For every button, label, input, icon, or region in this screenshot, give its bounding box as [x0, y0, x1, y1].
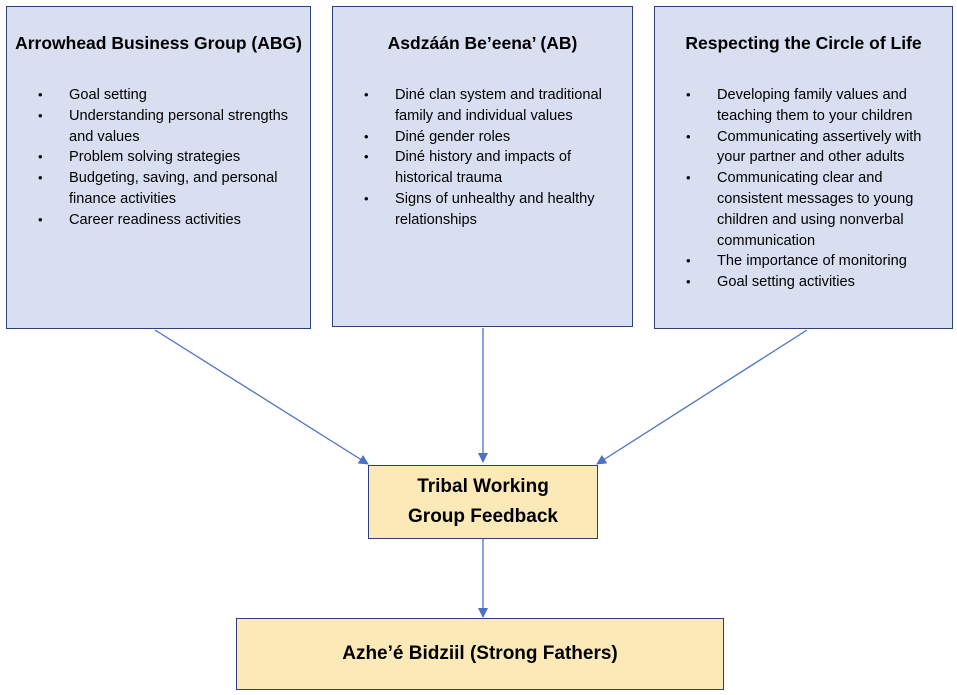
program-title-rcl: Respecting the Circle of Life — [685, 33, 922, 53]
topic-list-rcl: Developing family values and teaching th… — [686, 85, 946, 293]
topic-list-ab: Diné clan system and traditional family … — [364, 85, 626, 231]
arrow-rcl-to-feedback — [596, 329, 808, 465]
program-box-abg: Arrowhead Business Group (ABG) Goal sett… — [6, 6, 311, 329]
program-title-ab: Asdzáán Be’eena’ (AB) — [387, 33, 578, 53]
topic-item: Understanding personal strengths and val… — [38, 106, 304, 148]
outcome-title: Azhe’é Bidziil (Strong Fathers) — [342, 643, 618, 664]
topic-item: Budgeting, saving, and personal finance … — [38, 168, 304, 210]
feedback-title: Tribal Working Group Feedback — [408, 476, 558, 527]
topic-item: Developing family values and teaching th… — [686, 85, 946, 127]
topic-item: Diné history and impacts of historical t… — [364, 147, 626, 189]
topic-item: Diné gender roles — [364, 127, 626, 148]
topic-item: Signs of unhealthy and healthy relations… — [364, 189, 626, 231]
topic-list-abg: Goal setting Understanding personal stre… — [38, 85, 304, 231]
program-title-abg: Arrowhead Business Group (ABG) — [15, 33, 302, 53]
topic-item: Communicating clear and consistent messa… — [686, 168, 946, 251]
topic-item: Communicating assertively with your part… — [686, 127, 946, 169]
topic-item: Diné clan system and traditional family … — [364, 85, 626, 127]
arrow-abg-to-feedback — [154, 329, 369, 465]
topic-item: The importance of monitoring — [686, 251, 946, 272]
topic-item: Goal setting — [38, 85, 304, 106]
outcome-box: Azhe’é Bidziil (Strong Fathers) — [236, 618, 724, 690]
topic-item: Goal setting activities — [686, 272, 946, 293]
program-box-rcl: Respecting the Circle of Life Developing… — [654, 6, 953, 329]
topic-item: Problem solving strategies — [38, 147, 304, 168]
program-box-ab: Asdzáán Be’eena’ (AB) Diné clan system a… — [332, 6, 633, 327]
feedback-box: Tribal Working Group Feedback — [368, 465, 598, 539]
topic-item: Career readiness activities — [38, 210, 304, 231]
